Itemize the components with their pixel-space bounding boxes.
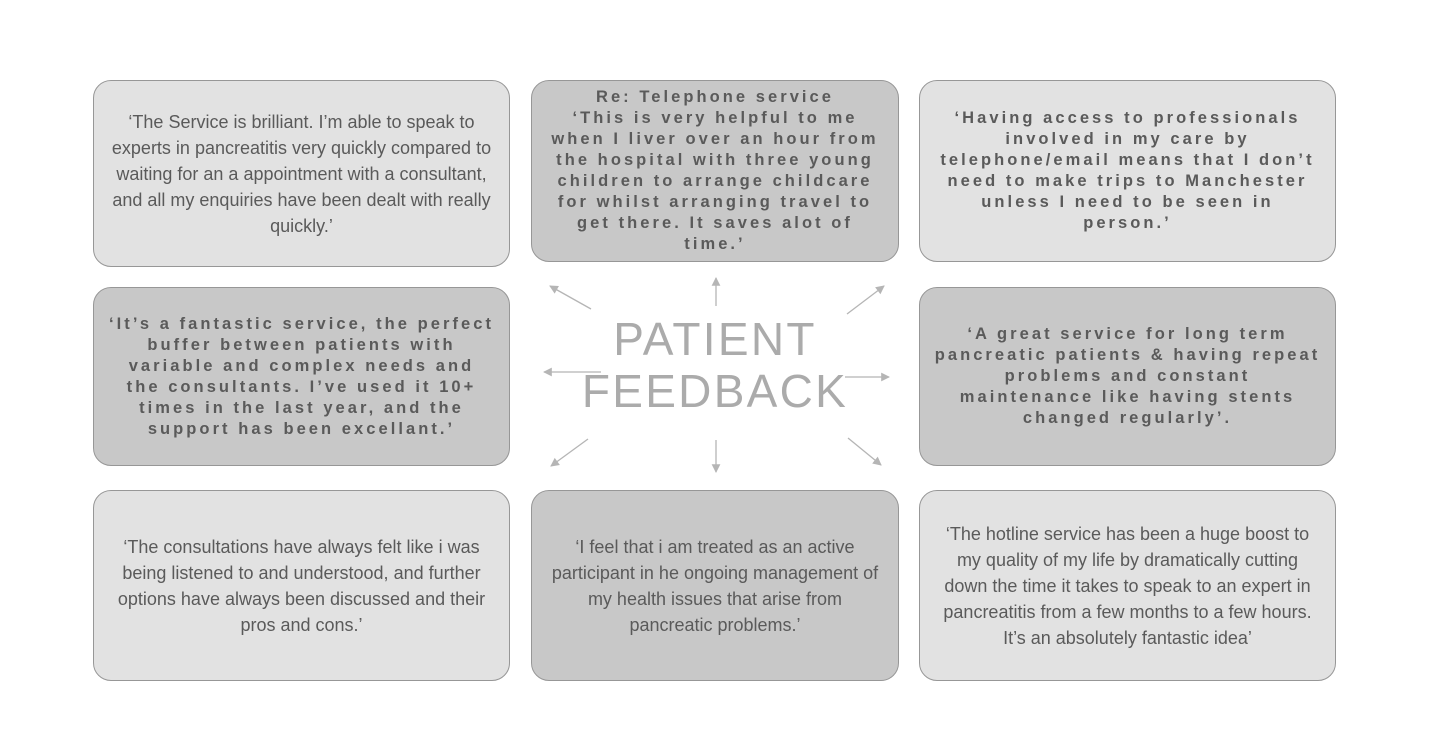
quote-box-bottom-right: ‘The hotline service has been a huge boo…	[919, 490, 1336, 681]
diagram-title-line1: PATIENT	[613, 313, 817, 365]
quote-heading: Re: Telephone service	[595, 88, 835, 106]
quote-box-top-center: Re: Telephone service ‘This is very help…	[531, 80, 899, 262]
diagram-title: PATIENT FEEDBACK	[531, 300, 899, 430]
quote-box-middle-left: ‘It’s a fantastic service, the perfect b…	[93, 287, 510, 466]
quote-text: ‘This is very helpful to me when I liver…	[551, 109, 879, 253]
quote-text: ‘Having access to professionals involved…	[940, 109, 1315, 232]
quote-text: ‘The Service is brilliant. I’m able to s…	[111, 111, 492, 236]
arrow-down-left-icon	[550, 438, 589, 467]
quote-box-bottom-left: ‘The consultations have always felt like…	[93, 490, 510, 681]
arrow-down-right-icon	[847, 437, 882, 466]
quote-box-middle-right: ‘A great service for long term pancreati…	[919, 287, 1336, 466]
quote-text: ‘I feel that i am treated as an active p…	[551, 536, 879, 635]
quote-text: ‘A great service for long term pancreati…	[934, 325, 1321, 427]
quote-text: ‘The hotline service has been a huge boo…	[943, 523, 1312, 648]
quote-box-bottom-center: ‘I feel that i am treated as an active p…	[531, 490, 899, 681]
quote-text: ‘The consultations have always felt like…	[117, 536, 486, 635]
quote-box-top-left: ‘The Service is brilliant. I’m able to s…	[93, 80, 510, 267]
quote-text: ‘It’s a fantastic service, the perfect b…	[109, 314, 494, 438]
quote-box-top-right: ‘Having access to professionals involved…	[919, 80, 1336, 262]
diagram-title-line2: FEEDBACK	[581, 365, 849, 417]
